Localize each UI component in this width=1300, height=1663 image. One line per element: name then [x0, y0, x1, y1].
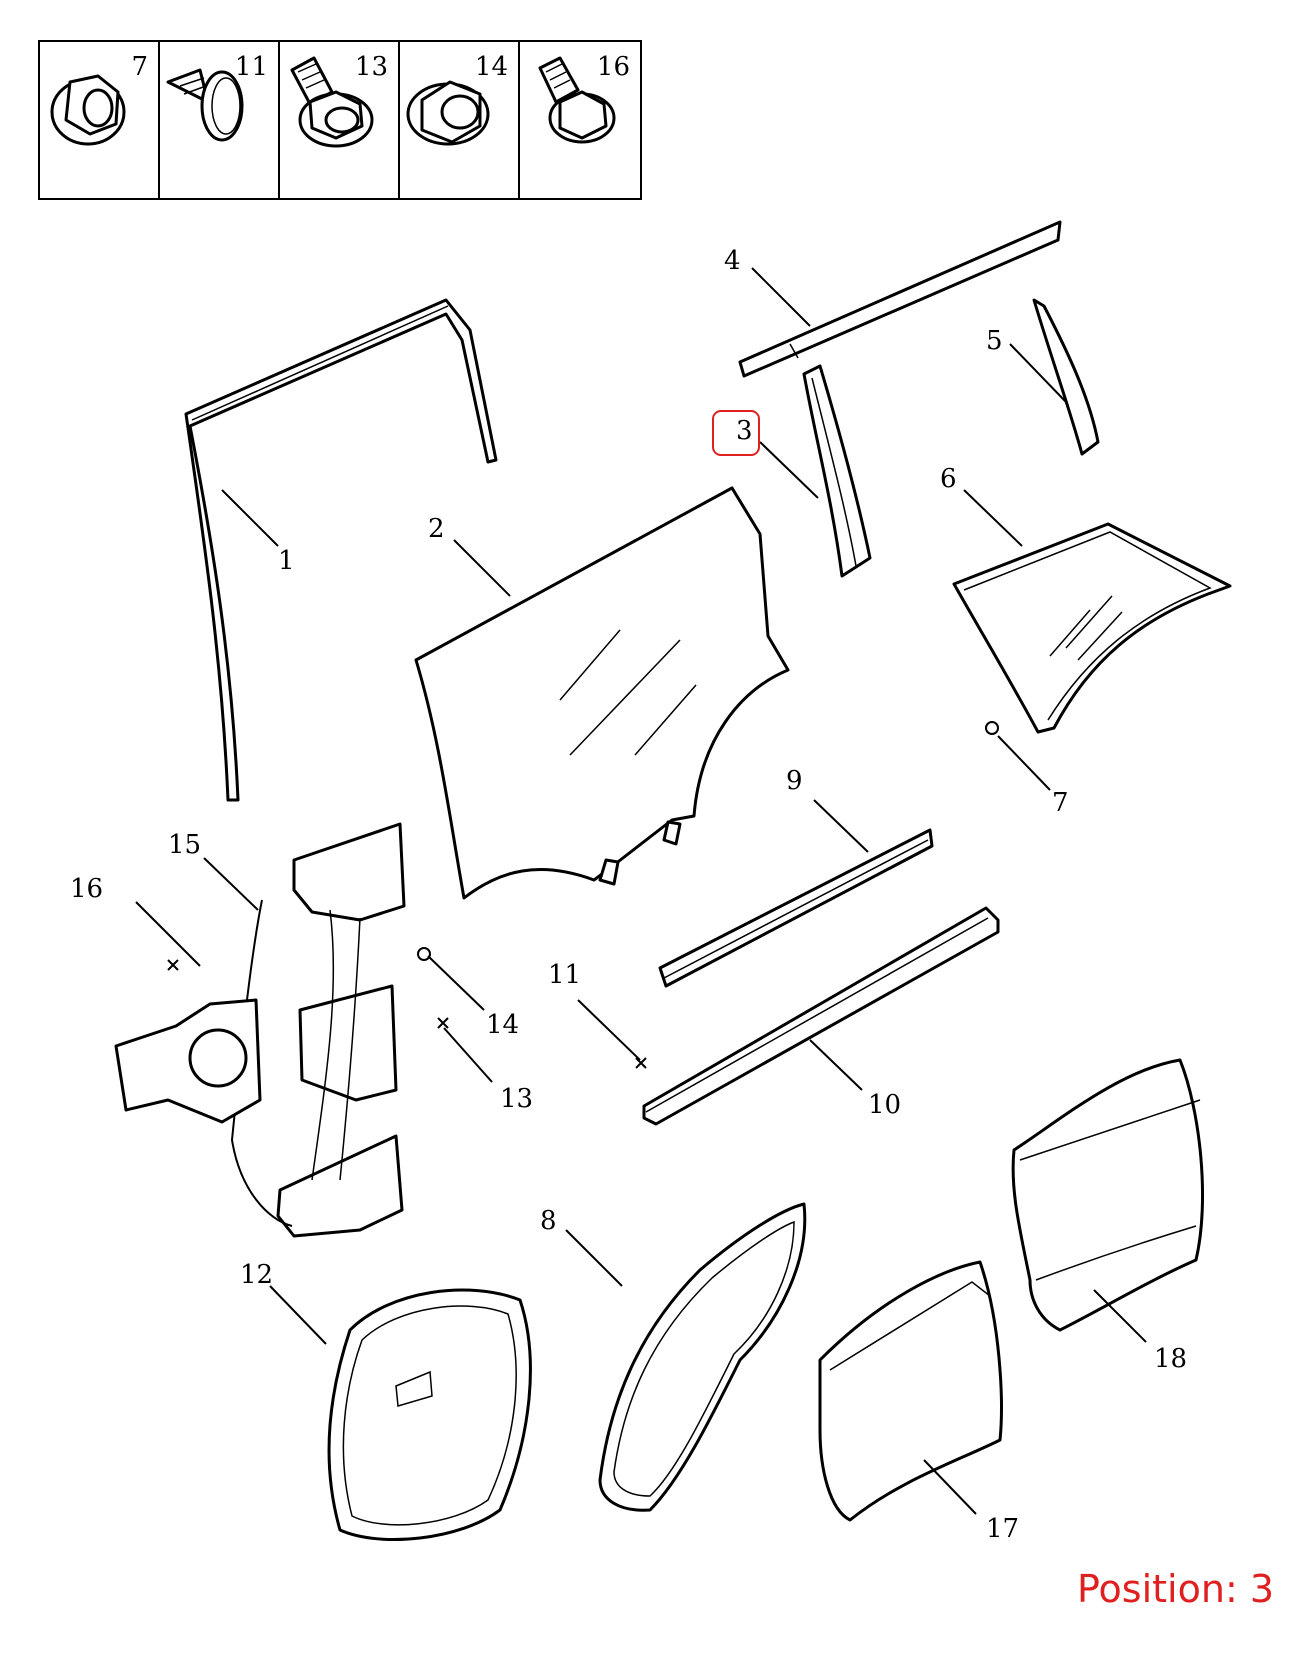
fastener-cell-13[interactable]: 13: [280, 42, 400, 198]
part-5-pillar-seal[interactable]: [1032, 298, 1100, 456]
callout-12[interactable]: 12: [240, 1260, 274, 1290]
callout-14[interactable]: 14: [486, 1010, 520, 1040]
fastener-number: 13: [354, 52, 388, 82]
flange-nut-icon: [406, 80, 490, 146]
callout-9[interactable]: 9: [786, 766, 803, 796]
part-9-inner-belt-strip[interactable]: [658, 828, 934, 988]
callout-3[interactable]: 3: [736, 416, 753, 446]
callout-4[interactable]: 4: [724, 246, 741, 276]
callout-1[interactable]: 1: [278, 546, 295, 576]
position-label: Position: 3: [1076, 1567, 1274, 1611]
fastener-cell-16[interactable]: 16: [520, 42, 640, 198]
part-4-belt-moulding[interactable]: [738, 220, 1062, 378]
fastener-table: 7 11 13: [38, 40, 642, 200]
flange-bolt-icon: [290, 56, 374, 148]
callout-6[interactable]: 6: [940, 464, 957, 494]
part-15-window-regulator[interactable]: [114, 822, 406, 1238]
callout-15[interactable]: 15: [168, 830, 202, 860]
fastener-number: 7: [131, 52, 148, 82]
part-10-outer-belt-strip[interactable]: [642, 906, 1000, 1126]
fastener-cell-7[interactable]: 7: [40, 42, 160, 198]
part-14-nut-marker: [417, 947, 431, 961]
callout-16[interactable]: 16: [70, 874, 104, 904]
fastener-number: 16: [596, 52, 630, 82]
callout-10[interactable]: 10: [868, 1090, 902, 1120]
callout-5[interactable]: 5: [986, 326, 1003, 356]
callout-7[interactable]: 7: [1052, 788, 1069, 818]
part-8-door-seal[interactable]: [598, 1202, 807, 1512]
fastener-number: 14: [474, 52, 508, 82]
part-17-panel-pad[interactable]: [818, 1260, 1003, 1522]
part-12-waterproof-sheet[interactable]: [327, 1288, 532, 1542]
callout-highlight-box: [712, 410, 760, 456]
part-11-clip-marker: [635, 1057, 647, 1069]
callout-17[interactable]: 17: [986, 1514, 1020, 1544]
callout-13[interactable]: 13: [500, 1084, 534, 1114]
flange-nut-icon: [50, 74, 126, 146]
part-16-bolt-marker: [167, 959, 179, 971]
callout-2[interactable]: 2: [428, 514, 445, 544]
fastener-cell-11[interactable]: 11: [160, 42, 280, 198]
part-18-armrest-pad[interactable]: [1011, 1058, 1205, 1332]
callout-18[interactable]: 18: [1154, 1344, 1188, 1374]
callout-8[interactable]: 8: [540, 1206, 557, 1236]
part-3-pillar-trim[interactable]: [802, 364, 872, 578]
part-7-nut-marker: [985, 721, 999, 735]
leader-lines: [135, 267, 1147, 1515]
part-6-quarter-glass[interactable]: [952, 522, 1232, 734]
fastener-cell-14[interactable]: 14: [400, 42, 520, 198]
part-13-bolt-marker: [437, 1017, 449, 1029]
push-clip-icon: [166, 68, 244, 142]
callout-11[interactable]: 11: [548, 960, 582, 990]
part-1-glass-run-channel[interactable]: [184, 298, 498, 802]
flange-bolt-icon: [538, 56, 616, 144]
fastener-number: 11: [234, 52, 268, 82]
part-2-door-glass[interactable]: [414, 486, 790, 900]
